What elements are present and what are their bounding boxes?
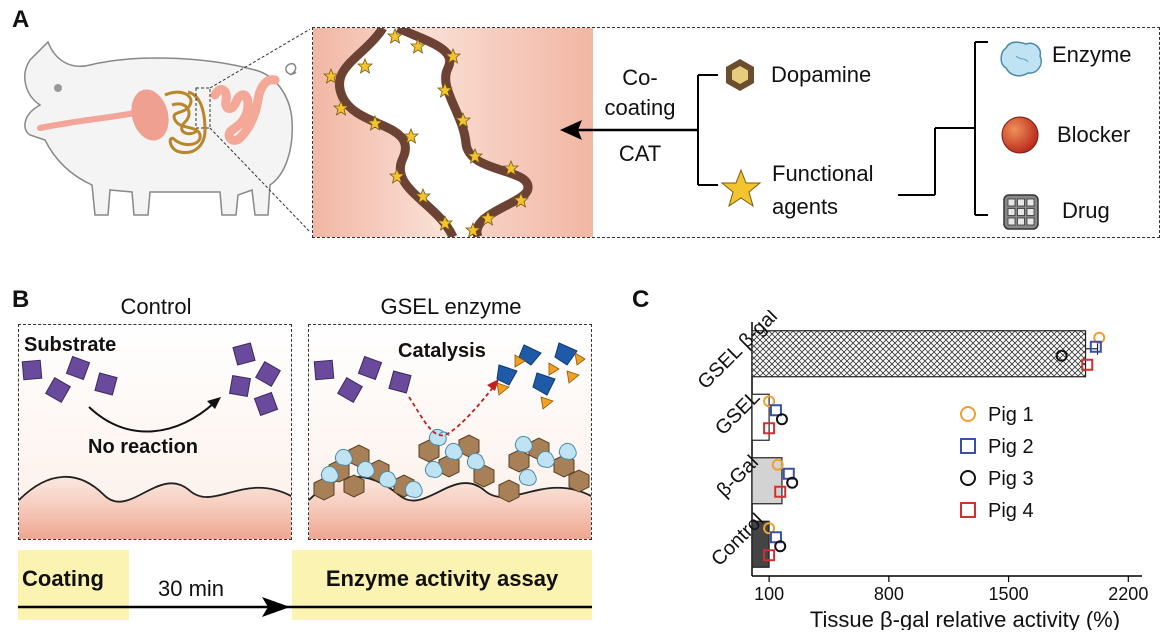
cat-label: CAT <box>618 141 662 166</box>
functional-agents-label-line1: Functional <box>772 161 874 186</box>
drug-label: Drug <box>1062 198 1110 223</box>
point-pig-3 <box>775 413 788 426</box>
point-pig-4 <box>763 549 776 562</box>
assay-step <box>292 550 592 620</box>
legend-label: Pig 4 <box>988 500 1034 522</box>
point-pig-3 <box>1055 349 1068 362</box>
blocker-sphere-icon <box>1001 116 1039 154</box>
mucosa-zoom-illustration <box>313 28 593 237</box>
cocoating-label-line1: Co- <box>622 65 658 90</box>
x-tick-label: 1500 <box>989 584 1029 604</box>
point-pig-2 <box>769 404 782 417</box>
x-axis-label: Tissue β-gal relative activity (%) <box>810 607 1120 630</box>
legend-label: Pig 3 <box>988 468 1034 490</box>
blocker-label: Blocker <box>1057 122 1131 147</box>
dopamine-hexagon-icon <box>726 59 754 91</box>
point-pig-1 <box>771 458 784 471</box>
control-illustration <box>19 325 291 539</box>
assay-step-label: Enzyme activity assay <box>325 566 559 591</box>
zoom-box <box>312 27 1160 238</box>
x-tick-label: 100 <box>754 584 784 604</box>
legend-label: Pig 1 <box>988 404 1034 426</box>
point-pig-3 <box>786 476 799 489</box>
legend-marker <box>960 406 976 422</box>
gsel-enzyme-title: GSEL enzyme <box>380 294 522 319</box>
functional-agents-label-line2: agents <box>772 194 839 219</box>
pig-illustration <box>24 28 310 233</box>
intestine-icon <box>164 90 207 155</box>
point-pig-4 <box>763 422 776 435</box>
legend-marker <box>960 470 976 486</box>
dopamine-label: Dopamine <box>771 62 872 87</box>
legend-marker <box>960 438 976 454</box>
functional-agents-star-icon <box>720 168 762 208</box>
bar-0 <box>751 330 1087 378</box>
legend-label: Pig 2 <box>988 436 1034 458</box>
time-label: 30 min <box>158 576 225 601</box>
point-pig-4 <box>1081 358 1094 371</box>
gsel-illustration <box>309 325 591 539</box>
panel-b-letter: B <box>12 286 30 313</box>
point-pig-2 <box>1089 340 1102 353</box>
substrate-label: Substrate <box>24 334 117 356</box>
point-pig-1 <box>763 395 776 408</box>
timeline-arrow <box>18 597 592 617</box>
cocoating-label-line2: coating <box>604 95 676 120</box>
enzyme-icon <box>1000 41 1042 77</box>
panel-a-connectors <box>560 41 988 216</box>
coating-step <box>18 550 129 620</box>
control-box <box>18 324 292 540</box>
panel-a-letter: A <box>12 6 30 33</box>
x-tick-label: 2200 <box>1108 584 1148 604</box>
gsel-enzyme-box <box>308 324 592 540</box>
panel-c-letter: C <box>632 286 650 313</box>
point-pig-4 <box>774 485 787 498</box>
legend-marker <box>960 502 976 518</box>
no-reaction-label: No reaction <box>88 436 199 458</box>
coating-step-label: Coating <box>22 566 104 591</box>
x-tick-label: 800 <box>874 584 904 604</box>
catalysis-label: Catalysis <box>398 340 486 362</box>
point-pig-1 <box>763 522 776 535</box>
drug-grid-icon <box>1003 194 1039 230</box>
point-pig-3 <box>774 540 787 553</box>
control-title: Control <box>120 294 192 319</box>
enzyme-label: Enzyme <box>1052 42 1132 67</box>
